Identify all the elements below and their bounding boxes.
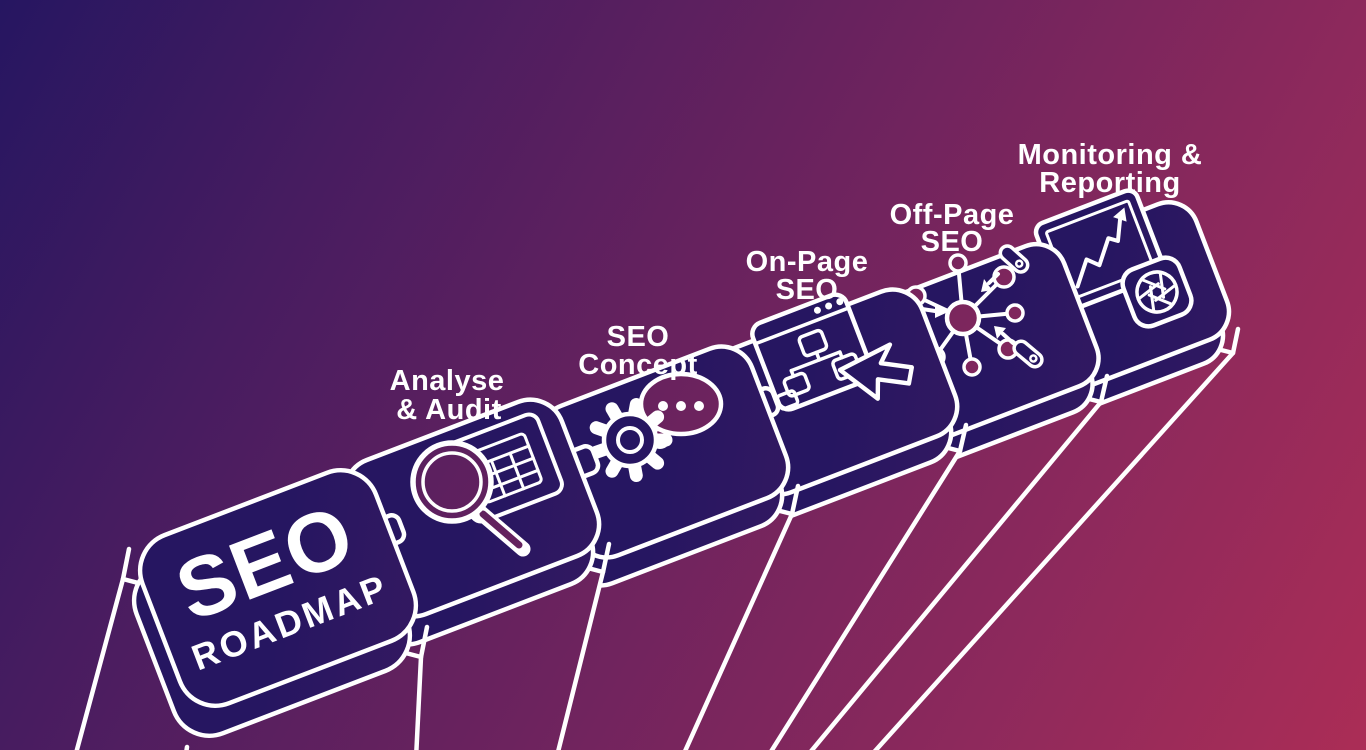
link-capsule-icon <box>1012 339 1044 369</box>
step-label-on-page-seo-1: On-Page <box>746 246 869 278</box>
cursor-icon <box>837 342 914 401</box>
arrow-head <box>994 326 1006 339</box>
step-label-off-page-seo-2: SEO <box>921 226 984 258</box>
step-label-monitoring-1: Monitoring & <box>1018 139 1203 171</box>
corner-edge <box>1098 373 1110 405</box>
network-hub <box>944 299 982 337</box>
step-label-monitoring-2: Reporting <box>1039 167 1180 199</box>
corner-edge <box>120 546 132 582</box>
corner-edge <box>789 483 801 517</box>
network-node <box>1005 303 1025 323</box>
step-block-seo-roadmap: SEO ROADMAP <box>74 468 430 750</box>
step-top-face <box>137 468 419 708</box>
step-label-on-page-seo-2: SEO <box>776 274 839 306</box>
window-dot <box>825 302 833 310</box>
bubble-dot <box>694 401 704 411</box>
corner-edge <box>418 624 430 660</box>
step-label-seo-concept-2: Concept <box>578 349 698 381</box>
step-label-analyse-audit-1: Analyse <box>390 365 505 397</box>
step-label-seo-concept-1: SEO <box>607 321 670 353</box>
link-capsule-icon <box>998 244 1030 274</box>
gear-icon <box>589 398 673 482</box>
window-dot <box>836 298 844 306</box>
magnifier-icon <box>410 440 531 557</box>
aperture-icon <box>1120 255 1194 329</box>
network-node <box>962 357 982 377</box>
corner-edge <box>1230 326 1241 356</box>
step-labels: Analyse & Audit SEO Concept On-Page SEO … <box>390 139 1203 426</box>
network-node <box>948 253 968 273</box>
browser-window-icon <box>750 292 874 412</box>
step-label-analyse-audit-2: & Audit <box>396 394 502 426</box>
arrow-head <box>981 279 992 292</box>
bubble-dot <box>676 401 686 411</box>
step-label-off-page-seo-1: Off-Page <box>890 199 1015 231</box>
arrow-head <box>935 305 948 318</box>
corner-edge <box>957 422 969 454</box>
line-art: SEO ROADMAP Analyse & Audit SEO Concept … <box>74 139 1241 750</box>
arrow-head <box>1113 207 1127 222</box>
corner-edge <box>600 541 612 575</box>
window-dot <box>813 306 821 314</box>
bubble-dot <box>658 401 668 411</box>
